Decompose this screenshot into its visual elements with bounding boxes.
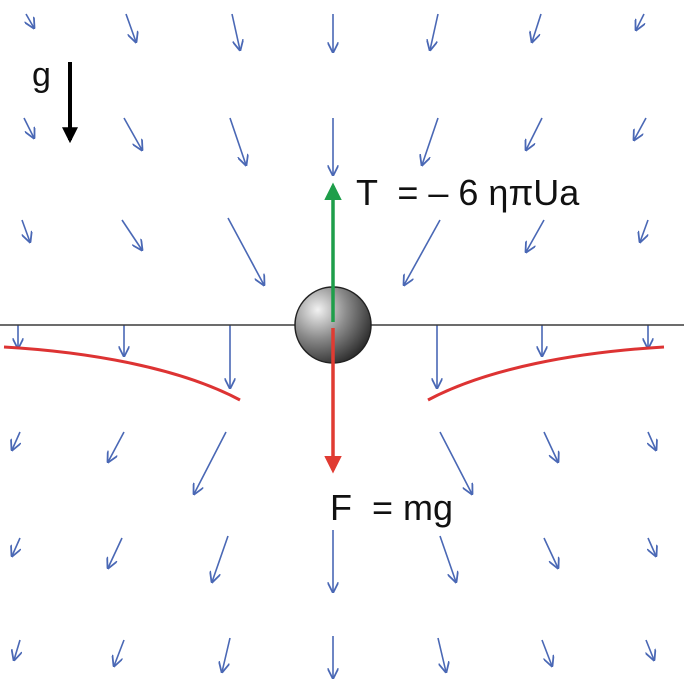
flow-arrow: [108, 537, 123, 568]
flow-arrow: [14, 639, 20, 660]
flow-arrow: [543, 431, 558, 462]
flow-arrow: [532, 13, 542, 42]
flow-arrow: [646, 639, 654, 660]
flow-arrow: [231, 13, 240, 50]
flow-arrow: [526, 219, 545, 252]
gravity-label: g: [32, 56, 51, 94]
flow-arrow: [222, 637, 231, 672]
flow-field: [12, 13, 656, 678]
flow-arrow: [439, 431, 472, 494]
flow-arrow: [21, 219, 30, 242]
weight-force-label: F = mg: [330, 487, 453, 528]
flow-arrow: [23, 117, 34, 138]
flow-arrow: [108, 431, 125, 462]
flow-arrow: [648, 537, 656, 556]
flow-arrow: [640, 219, 649, 242]
flow-arrow: [648, 431, 656, 450]
flow-arrow: [541, 639, 552, 666]
flow-arrow: [430, 13, 439, 50]
flow-arrow: [123, 117, 142, 150]
surface-deformation-left: [3, 345, 241, 402]
flow-arrow: [404, 219, 441, 285]
flow-arrow: [227, 217, 264, 285]
flow-arrow: [526, 117, 543, 150]
flow-arrow: [229, 117, 246, 165]
flow-arrow: [437, 637, 446, 672]
flow-arrow: [634, 117, 647, 140]
flow-arrow: [114, 639, 125, 666]
flow-arrow: [12, 431, 20, 450]
flow-arrow: [439, 535, 456, 582]
flow-arrow: [422, 117, 439, 165]
flow-arrow: [212, 535, 229, 582]
flow-arrow: [12, 537, 20, 556]
flow-arrow: [543, 537, 558, 568]
flow-arrow: [636, 13, 644, 30]
surface-deformation-right: [427, 345, 665, 402]
flow-arrow: [125, 13, 136, 42]
flow-arrow: [194, 431, 227, 494]
flow-arrow: [121, 219, 142, 250]
flow-arrow: [26, 13, 34, 28]
drag-force-label: T = – 6 ηπUa: [356, 172, 580, 213]
